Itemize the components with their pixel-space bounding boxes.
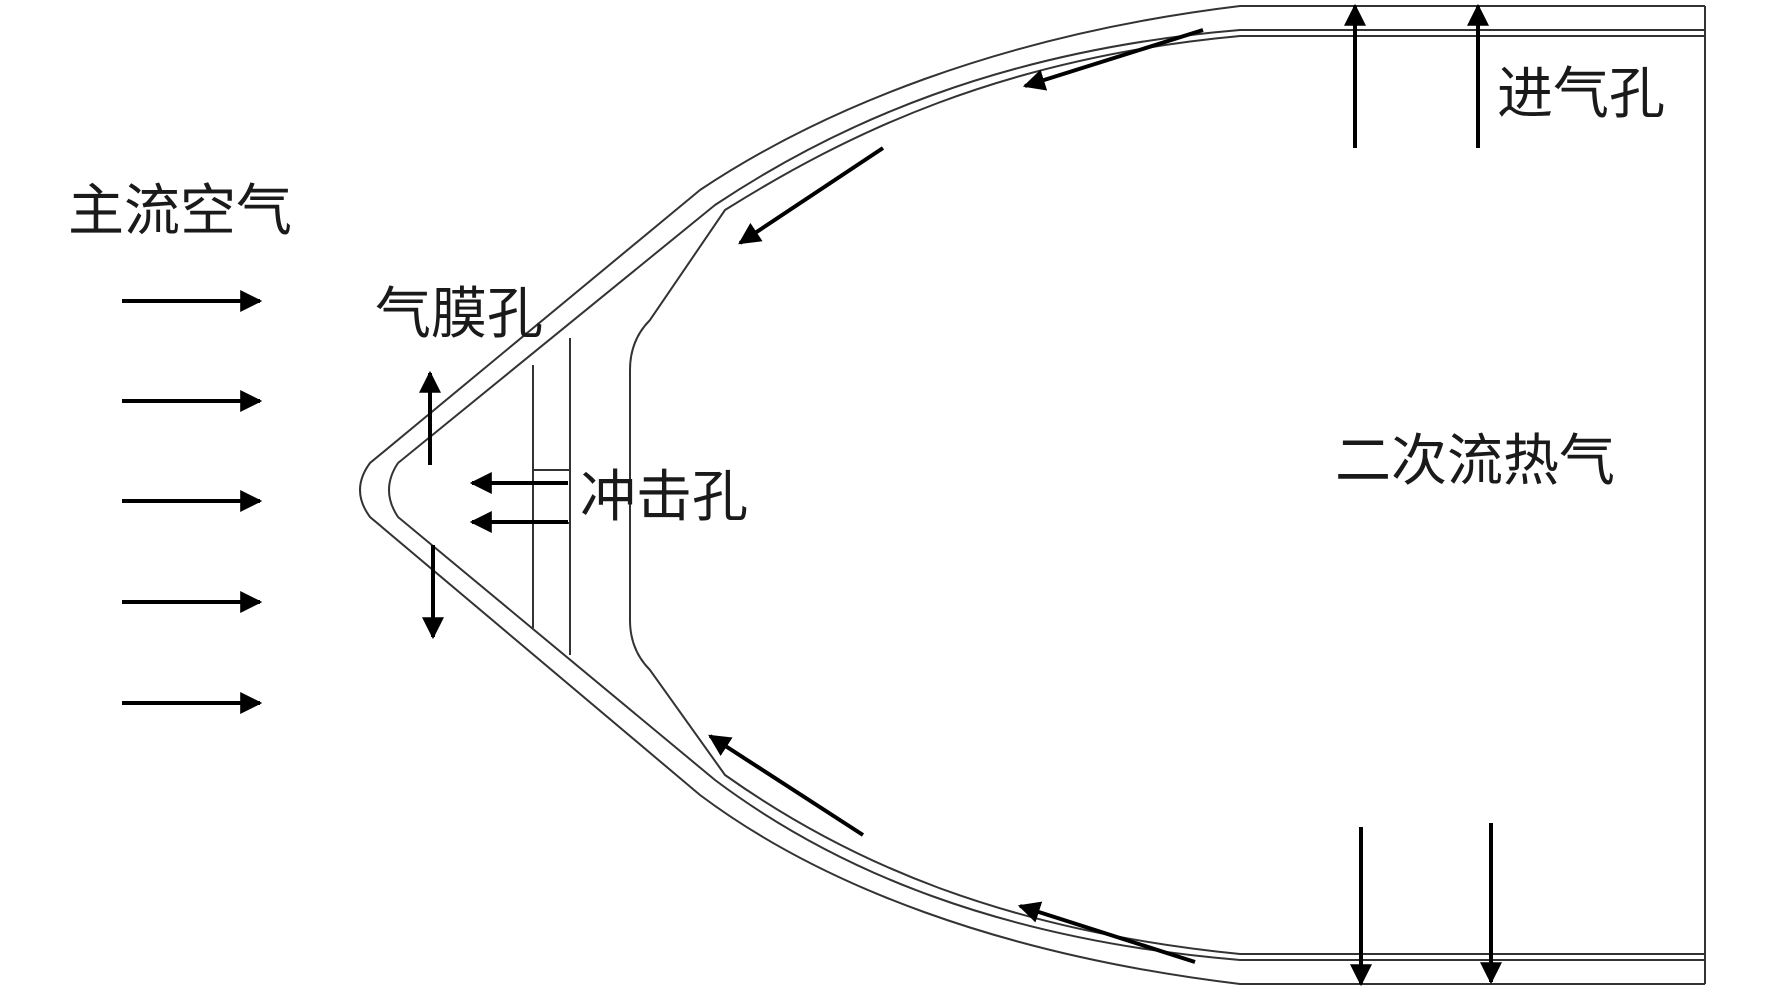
passage-flow-arrow-lower (708, 734, 865, 837)
inlet-hole-label: 进气孔 (1497, 62, 1665, 127)
passage-flow-arrow-upper (738, 146, 885, 245)
mainstream-air-label: 主流空气 (68, 179, 292, 244)
impingement-hole-label: 冲击孔 (580, 465, 748, 530)
secondary-hot-gas-label: 二次流热气 (1335, 429, 1615, 494)
passage-flow-arrow-lower (1017, 901, 1196, 964)
outer-wall-inner (388, 29, 1705, 961)
impingement-wall (629, 35, 1705, 955)
passage-flow-arrow-upper (1022, 28, 1204, 91)
outer-wall-outer (359, 5, 1705, 985)
film-hole-label: 气膜孔 (375, 282, 543, 347)
